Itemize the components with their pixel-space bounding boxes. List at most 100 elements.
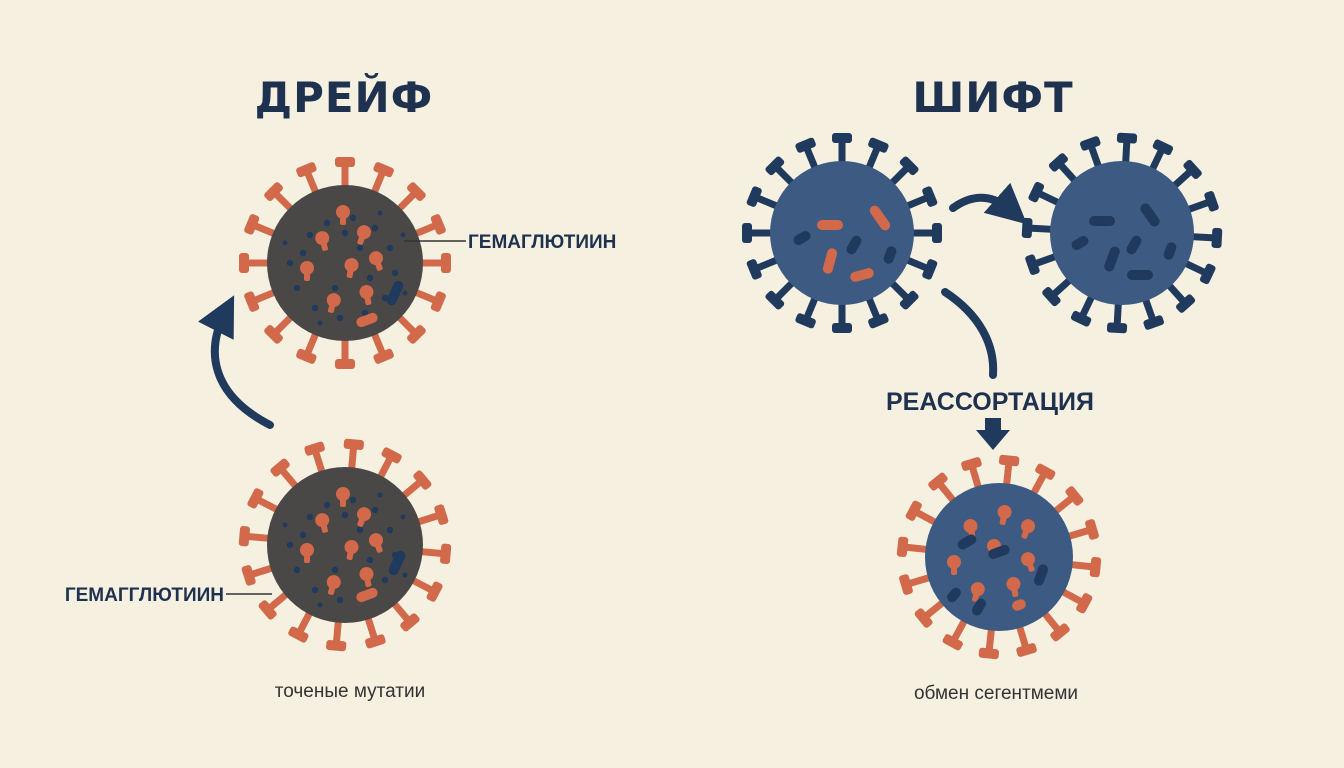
mutation-dot	[371, 506, 379, 514]
mutation-dot	[293, 284, 301, 292]
drift-caption: точеные мутатии	[275, 681, 425, 702]
rna-segment	[1104, 246, 1120, 272]
rna-segment	[988, 544, 1010, 560]
rna-segment	[1012, 599, 1026, 611]
mutation-dot	[402, 572, 408, 578]
mutation-dot	[331, 284, 339, 292]
mutation-dot	[293, 566, 301, 574]
mutation-dot	[317, 602, 323, 608]
mutation-dot	[331, 566, 339, 574]
rna-segment	[947, 587, 961, 603]
mutation-dot	[299, 531, 307, 539]
protein-blob	[1020, 552, 1035, 572]
spike	[415, 253, 451, 273]
rna-segment	[1033, 564, 1049, 586]
shift-virus-parent	[1021, 132, 1223, 334]
protein-blob	[344, 540, 359, 561]
rna-segment	[850, 268, 874, 282]
hemagglutinin-label-top: ГЕМАГЛЮТИИН	[468, 232, 616, 253]
rna-segment	[793, 231, 811, 246]
mutation-dot	[377, 210, 383, 216]
mutation-dot	[323, 219, 331, 227]
mutation-dot	[377, 492, 383, 498]
mutation-dot	[371, 224, 379, 232]
protein-blob	[357, 507, 372, 527]
protein-blob	[1021, 519, 1036, 539]
mutation-dot	[366, 274, 374, 282]
rna-segment	[388, 550, 406, 576]
spike	[335, 333, 355, 369]
spike	[1106, 297, 1128, 334]
drift-title: ДРЕЙФ	[255, 72, 434, 122]
protein-blob	[368, 251, 383, 271]
reassortment-arrow-head-icon	[976, 430, 1010, 450]
protein-blob	[326, 575, 341, 595]
mutation-dot	[286, 259, 294, 267]
rna-segment	[1126, 235, 1142, 255]
spike	[832, 297, 852, 333]
mutation-dot	[386, 526, 394, 534]
mutation-dot	[282, 522, 288, 528]
mutation-dot	[366, 556, 374, 564]
rna-segment	[1127, 270, 1153, 280]
mutation-dot	[402, 290, 408, 296]
reassortment-arrow-stem	[985, 418, 1001, 432]
shift-title: ШИФТ	[912, 73, 1073, 122]
hemagglutinin-label-bottom: ГЕМАГГЛЮТИИН	[65, 585, 224, 606]
spike	[1186, 227, 1223, 249]
mutation-dot	[356, 526, 364, 534]
rna-segment	[846, 235, 862, 255]
mutation-dot	[381, 576, 389, 584]
mutation-dot	[311, 586, 319, 594]
protein-blob	[315, 231, 330, 251]
mutation-dot	[349, 214, 357, 222]
protein-blob	[368, 533, 383, 553]
rna-segment	[1089, 216, 1115, 226]
rna-segment	[386, 280, 404, 306]
rna-segment	[817, 220, 843, 230]
protein-blob	[344, 258, 359, 279]
rna-segment	[1140, 203, 1160, 227]
rna-segment	[1163, 242, 1177, 260]
shift-virus-reassortant	[896, 454, 1102, 660]
mutation-dot	[400, 514, 406, 520]
rna-segment	[822, 248, 838, 274]
spike	[832, 133, 852, 169]
rna-segment	[957, 534, 977, 550]
spike	[335, 157, 355, 193]
mutation-dot	[356, 244, 364, 252]
spike	[239, 253, 275, 273]
rna-segment	[972, 598, 986, 616]
protein-blob	[947, 555, 961, 575]
mutation-dot	[299, 249, 307, 257]
spike	[742, 223, 778, 243]
mutation-dot	[336, 596, 344, 604]
mutation-dot	[400, 232, 406, 238]
mutation-dot	[341, 511, 349, 519]
mutation-dot	[386, 244, 394, 252]
rna-segment	[356, 587, 378, 603]
shift-arrow-down-curve-icon	[941, 288, 998, 379]
drift-virus-original	[238, 438, 452, 652]
rna-segment	[356, 312, 378, 328]
spike	[1116, 132, 1138, 169]
drift-virus-mutated	[239, 157, 451, 369]
mutation-dot	[323, 501, 331, 509]
virus-body	[1050, 161, 1194, 305]
reassortment-label: РЕАССОРТАЦИЯ	[886, 388, 1094, 416]
mutation-dot	[282, 240, 288, 246]
protein-blob	[359, 567, 374, 588]
mutation-dot	[391, 269, 399, 277]
protein-blob	[997, 505, 1012, 526]
mutation-dot	[336, 314, 344, 322]
mutation-dot	[286, 541, 294, 549]
rna-segment	[869, 205, 891, 231]
protein-blob	[336, 487, 350, 507]
virus-body	[770, 161, 914, 305]
spike	[906, 223, 942, 243]
mutation-dot	[381, 294, 389, 302]
drift-arrow-icon	[198, 295, 274, 429]
mutation-dot	[361, 309, 369, 317]
spike	[1021, 217, 1058, 239]
